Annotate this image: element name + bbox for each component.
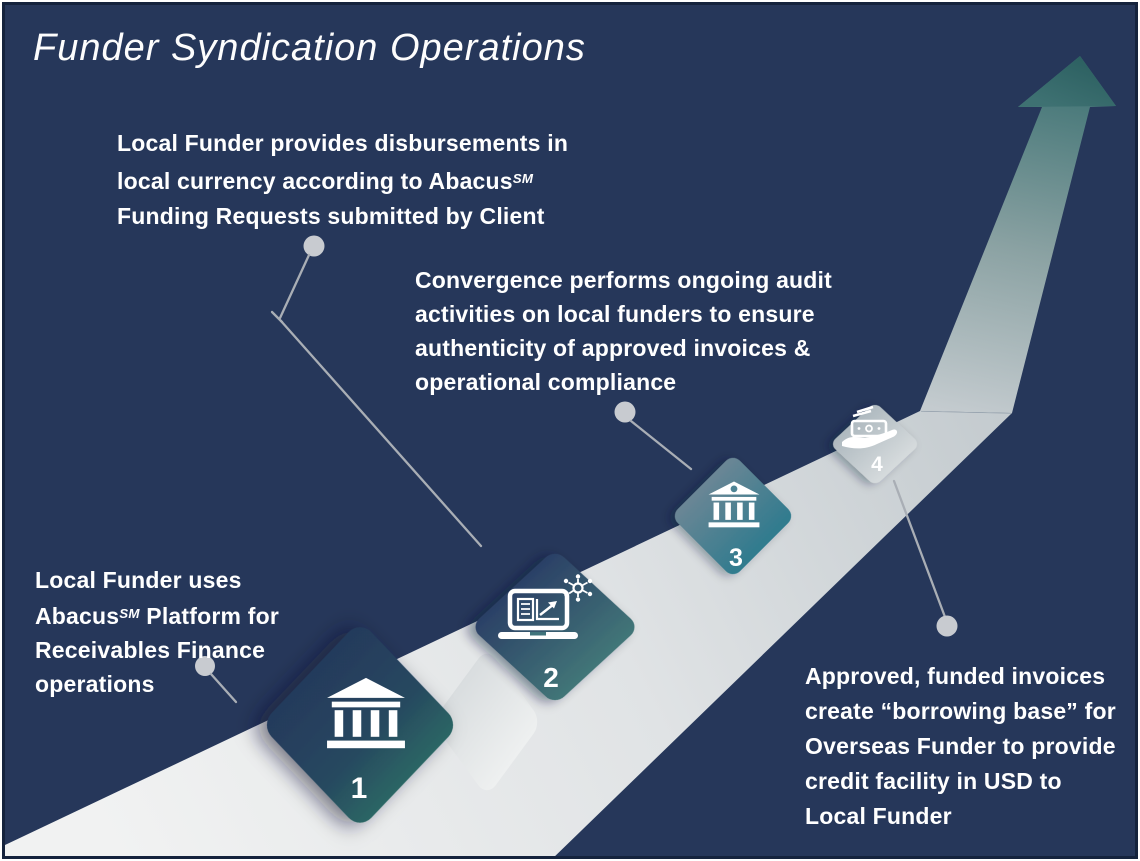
step-3-diamond: 3: [674, 457, 792, 575]
growth-arrow-diagram: 1: [5, 56, 1116, 856]
leader-line-note3: [195, 656, 238, 704]
growth-arrow-shaft: [920, 56, 1116, 413]
step-number: 3: [729, 544, 743, 572]
leader-line-note4: [892, 479, 958, 637]
step-2-diamond: 2: [475, 553, 635, 701]
leader-line-note1: [270, 235, 483, 548]
step-number: 1: [351, 772, 368, 805]
slide-title: Funder Syndication Operations: [33, 27, 586, 69]
laptop-analytics-network-icon: [498, 574, 593, 639]
ghost-diamond: [436, 653, 538, 791]
step-4-diamond: 4: [833, 404, 917, 484]
step-1-diamond: 1: [266, 627, 454, 823]
growth-arrow-head: [1018, 56, 1116, 107]
network-nodes-glyph: [563, 574, 593, 602]
bank-icon: [708, 481, 760, 528]
step-number: 2: [543, 662, 559, 693]
step-number: 4: [871, 453, 883, 476]
cash-in-hand-icon: [842, 405, 898, 449]
leader-line-note2: [614, 401, 693, 471]
